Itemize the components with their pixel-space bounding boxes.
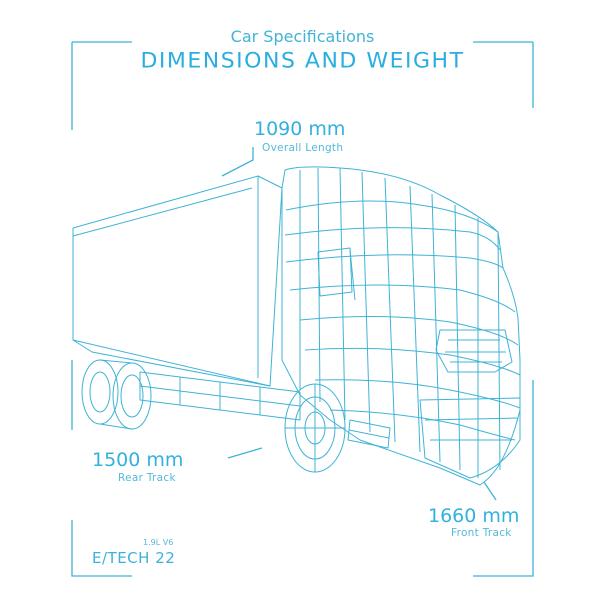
front-track-value: 1660 mm bbox=[428, 505, 520, 527]
model-label: E/TECH 22 bbox=[92, 549, 176, 567]
rear-track-value: 1500 mm bbox=[92, 449, 184, 471]
engine-label: 1.9L V6 bbox=[143, 538, 174, 547]
rear-track-label: Rear Track bbox=[118, 472, 176, 484]
front-track-label: Front Track bbox=[451, 527, 512, 539]
overall-length-label: Overall Length bbox=[262, 142, 344, 154]
page-subtitle: Car Specifications bbox=[230, 27, 375, 46]
overall-length-value: 1090 mm bbox=[254, 118, 346, 140]
page-title: DIMENSIONS AND WEIGHT bbox=[140, 49, 465, 74]
